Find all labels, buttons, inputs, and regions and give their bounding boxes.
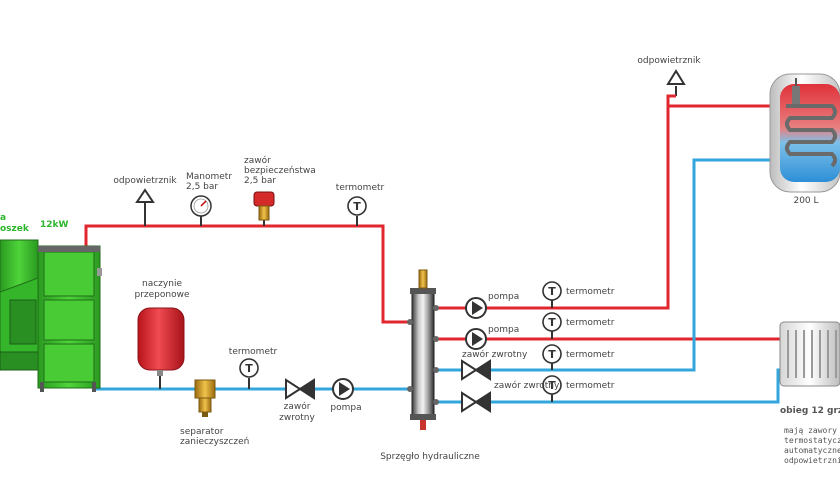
circuit-label: obieg 12 grz [780, 406, 840, 416]
safety-valve-label-1: zawór [244, 156, 271, 166]
svg-text:T: T [353, 200, 361, 213]
coupling-label: Sprzęgło hydrauliczne [380, 452, 480, 462]
thermometer-label-supply: termometr [335, 183, 385, 193]
svg-text:T: T [548, 379, 556, 392]
output-1-device-label: pompa [488, 292, 520, 302]
check-valve-icon [285, 378, 315, 400]
thermometer-icon: T [542, 312, 562, 332]
manometer-icon [190, 195, 212, 217]
check-valve-label-2: zwrotny [279, 413, 315, 423]
svg-text:T: T [548, 285, 556, 298]
svg-text:T: T [548, 316, 556, 329]
radiator [779, 321, 840, 387]
pellet-boiler [0, 239, 102, 392]
output-2-thermo-label: termometr [566, 318, 615, 328]
vent-label-left: odpowietrznik [113, 176, 177, 186]
check-valve-icon [461, 359, 491, 381]
boiler-power: 12kW [40, 220, 69, 230]
hot-supply-pipes [84, 94, 784, 341]
thermometer-icon: T [542, 344, 562, 364]
safety-valve-icon [253, 191, 275, 221]
separator-label-1: separator [180, 427, 224, 437]
manometer-label-2: 2,5 bar [186, 182, 219, 192]
note-line-2: termostatyczn [784, 436, 840, 445]
note-line-4: odpowietrzni [784, 456, 840, 465]
expansion-vessel-label-1: naczynie [142, 279, 182, 289]
check-valve-icon [461, 391, 491, 413]
safety-valve-label-2: bezpieczeństwa [244, 166, 316, 176]
svg-text:T: T [245, 362, 253, 375]
output-4-device-label: zawór zwrotny [494, 381, 560, 391]
boiler-supply-pipe [84, 224, 414, 324]
thermometer-icon: T [239, 358, 259, 378]
output-4-thermo-label: termometr [566, 381, 615, 391]
output-1-thermo-label: termometr [566, 287, 615, 297]
expansion-vessel-label-2: przeponowe [134, 290, 190, 300]
tank-return-pipe [430, 158, 784, 372]
air-vent-icon [135, 188, 155, 210]
pump-icon [465, 328, 487, 350]
svg-text:T: T [548, 348, 556, 361]
check-valve-label-1: zawór [283, 402, 311, 412]
tank-label: 200 L [793, 196, 819, 206]
pump-label-return: pompa [330, 403, 362, 413]
dirt-separator [194, 379, 216, 417]
boiler-label-fuel: oszek [0, 224, 29, 234]
pump-icon [332, 378, 354, 400]
thermometer-icon: T [542, 375, 562, 395]
note-line-3: automatyczne [784, 446, 840, 455]
output-2-device-label: pompa [488, 325, 520, 335]
safety-valve-label-3: 2,5 bar [244, 176, 277, 186]
boiler-label-a: a [0, 213, 7, 223]
expansion-vessel [137, 307, 185, 376]
thermometer-label-return: termometr [228, 347, 278, 357]
hydraulic-coupling [407, 269, 439, 430]
pump-icon [465, 297, 487, 319]
output-3-thermo-label: termometr [566, 350, 615, 360]
hot-water-tank [769, 73, 840, 193]
thermometer-icon: T [542, 281, 562, 301]
manometer-label-1: Manometr [186, 172, 233, 182]
air-vent-icon [666, 69, 686, 98]
vent-label-top: odpowietrznik [637, 56, 701, 66]
output-3-device-label: zawór zwrotny [462, 350, 528, 360]
tank-supply-pipe [430, 104, 784, 310]
separator-label-2: zanieczyszczeń [180, 437, 250, 447]
thermometer-icon: T [347, 196, 367, 216]
note-line-1: mają zawory [784, 426, 837, 435]
